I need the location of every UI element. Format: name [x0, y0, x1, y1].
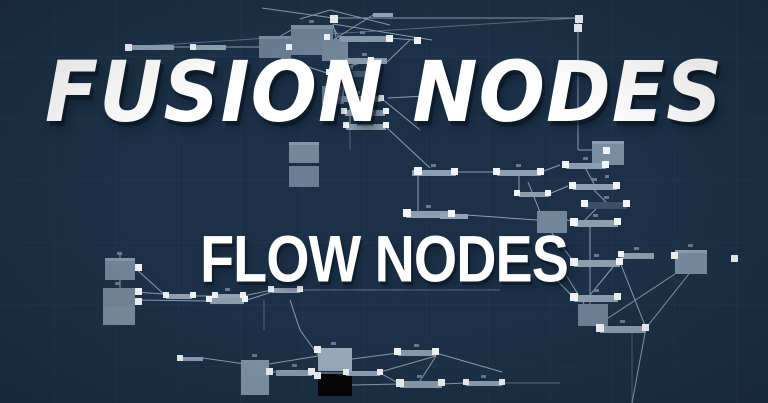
black-thumbnail-node [318, 374, 352, 396]
routing-line-group [263, 30, 633, 403]
wire-layer [119, 7, 701, 403]
connector-point-group[interactable] [125, 15, 738, 387]
bar-node-group[interactable] [132, 13, 654, 388]
node-tab-group [115, 20, 693, 378]
